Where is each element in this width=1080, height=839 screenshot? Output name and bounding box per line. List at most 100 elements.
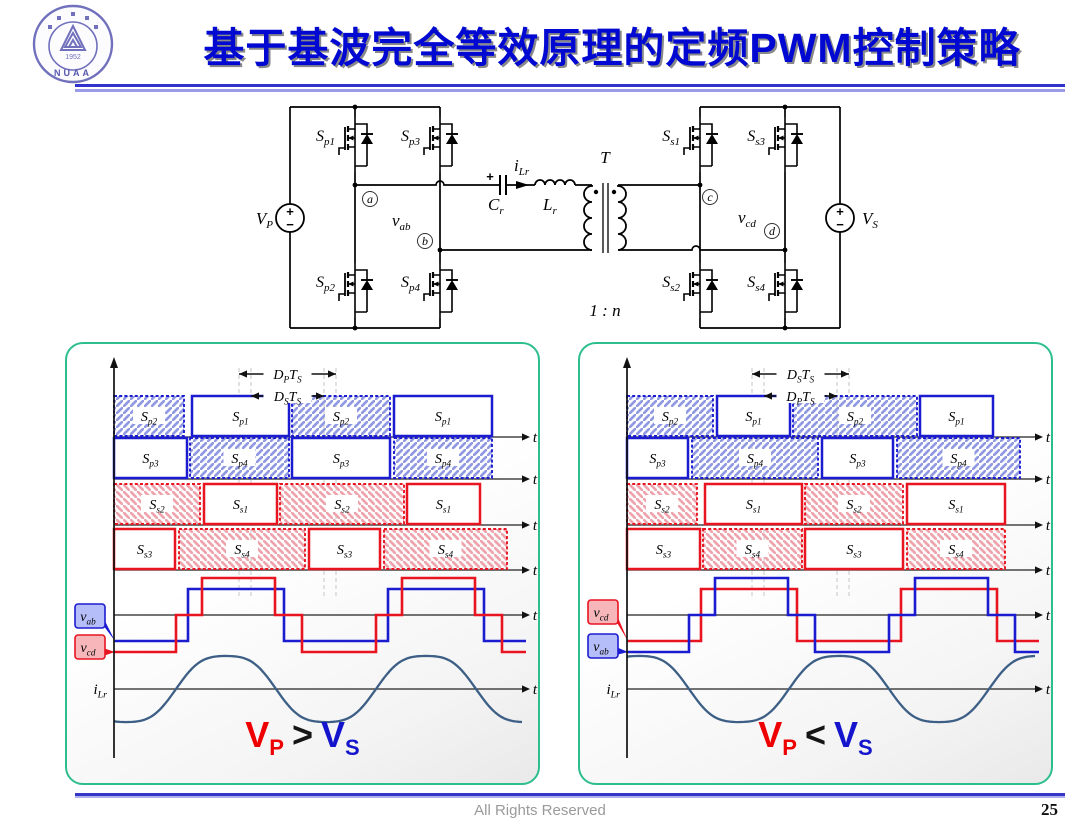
svg-text:+: + [836,204,844,219]
gate-pulse-label: Sp2 [847,410,864,427]
gate-pulse-label: Sp2 [333,410,350,427]
source-vp: + − [275,203,305,233]
gate-pulse-label: Sp4 [435,452,452,469]
main-axis [110,357,118,758]
label-cr: Cr [488,195,504,217]
switch-ss4 [767,261,805,320]
axis-t-label: t [533,563,538,579]
gate-pulse-Ss4: Ss4 [702,528,803,570]
dab-circuit-diagram: + − + − a b c d VP [256,104,878,331]
gate-pulse-label: Sp3 [333,452,350,469]
label-turns-ratio: 1 : n [589,301,620,320]
axis-t-label: t [533,430,538,446]
gate-pulse-Ss3: Ss3 [625,527,702,571]
duty-arrow-label: DPTS [785,390,815,407]
gate-pulse-label: Sp3 [849,452,866,469]
axis-t-label: t [1046,430,1051,446]
axis-t-label: t [1046,518,1051,534]
gate-pulse-label: Ss4 [948,543,964,560]
gate-pulse-Sp1: Sp1 [190,394,291,438]
gate-pulse-Sp2: Sp2 [626,395,714,437]
axis-t-label: t [1046,682,1051,698]
footer-rights: All Rights Reserved [474,802,606,819]
label-ss4: Ss4 [747,274,765,294]
axis-arrowhead [1035,475,1043,483]
axis-t-label: t [533,472,538,488]
label-sp4: Sp4 [401,274,421,294]
gate-pulse-Sp2: Sp2 [113,395,185,437]
switch-sp2 [337,261,375,320]
nuaa-logo: 1952 NUAA [32,4,114,84]
gate-pulse-Ss1: Ss1 [905,482,1007,526]
label-vs: VS [862,209,878,231]
gate-pulse-Ss4: Ss4 [178,528,306,570]
current-waveform: t iLr [93,654,538,724]
label-ss1: Ss1 [662,128,680,148]
gate-pulse-label: Sp4 [231,452,248,469]
label-sp2: Sp2 [316,274,336,294]
polarity-dot-primary [593,189,599,195]
logo-outer-ring [32,4,114,84]
gate-pulse-label: Sp3 [142,452,159,469]
callout-vcd: vcd [81,641,96,658]
switch-sp1 [337,115,375,174]
gate-pulse-label: Sp4 [950,452,967,469]
gate-pulse-label: Sp4 [747,452,764,469]
main-axis [623,357,631,758]
label-ss3: Ss3 [747,128,765,148]
gate-pulse-label: Ss3 [137,543,153,560]
gate-pulse-Sp4: Sp4 [393,437,493,479]
axis-arrowhead [522,521,530,529]
inductor-lr [534,179,576,186]
axis-t-label: t [533,682,538,698]
label-ss2: Ss2 [662,274,680,294]
voltage-waveforms: t [627,576,1051,654]
label-sp3: Sp3 [401,128,421,148]
gate-pulse-Ss2: Ss2 [279,483,405,525]
current-label: iLr [93,682,107,701]
switch-ss2 [682,261,720,320]
logo-inner-ring [48,21,98,71]
gate-pulse-Sp1: Sp1 [918,394,995,438]
axis-arrowhead [522,475,530,483]
gate-pulse-label: Sp2 [141,410,158,427]
gate-pulse-Sp4: Sp4 [189,437,290,479]
axis-arrowhead [1035,566,1043,574]
gate-pulse-Sp3: Sp3 [112,436,189,480]
wave-callouts: vab vcd [74,603,115,660]
node-b: b [422,234,428,248]
label-lr: Lr [542,195,557,217]
gate-pulse-Sp4: Sp4 [691,437,819,479]
duty-arrow-label: DSTS [273,390,302,407]
label-transformer: T [600,148,611,167]
slide-title: 基于基波完全等效原理的定频PWM控制策略 [203,25,1021,71]
label-vab: vab [392,211,411,233]
junction-dots [352,104,788,331]
callout-vab: vab [80,610,96,627]
label-vcd: vcd [738,208,756,230]
axis-arrowhead [1035,433,1043,441]
axis-t-label: t [1046,608,1051,624]
gate-pulse-Ss2: Ss2 [804,483,904,525]
switch-sp4 [422,261,460,320]
gate-pulse-label: Ss4 [234,543,250,560]
gate-pulse-label: Ss2 [334,498,350,515]
gate-pulse-Sp3: Sp3 [290,436,392,480]
logo-acronym: NUAA [54,68,92,78]
svg-text:+: + [286,204,294,219]
switch-sp3 [422,115,460,174]
gate-pulse-label: Ss1 [436,498,451,515]
gate-pulse-Sp1: Sp1 [392,394,494,438]
gate-pulse-label: Ss2 [149,498,165,515]
gate-pulse-Sp2: Sp2 [792,395,918,437]
node-markers [362,189,780,249]
gate-pulse-label: Sp1 [232,410,248,427]
gate-pulse-label: Sp1 [948,410,964,427]
gate-pulse-Ss2: Ss2 [626,483,698,525]
